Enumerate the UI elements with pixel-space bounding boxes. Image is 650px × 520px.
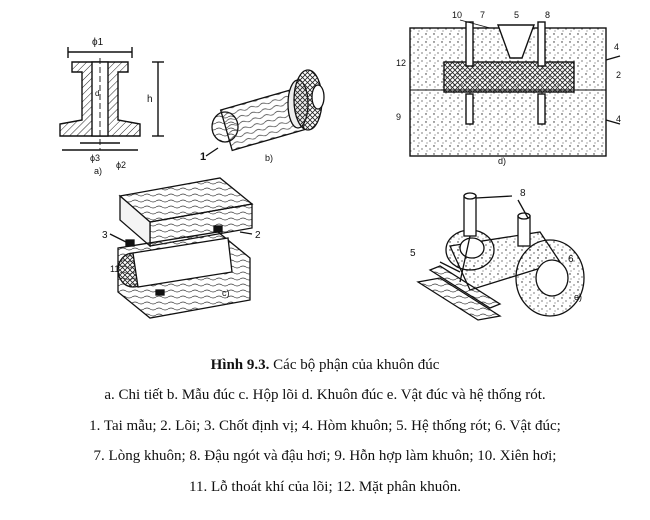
figure-a-part-section bbox=[59, 47, 164, 151]
figure-d-label-8: 8 bbox=[545, 10, 550, 20]
figure-b-tag: b) bbox=[265, 153, 273, 163]
figure-c-label-11: 11 bbox=[110, 264, 119, 274]
figure-d-label-4-top: 4 bbox=[614, 42, 619, 52]
figure-d-label-4-bottom: 4 bbox=[616, 114, 621, 124]
figure-d-label-10: 10 bbox=[452, 10, 462, 20]
figure-a-label-h: h bbox=[147, 94, 153, 105]
figure-a-label-phi3: ϕ3 bbox=[90, 153, 100, 163]
figure-e-casting bbox=[416, 192, 585, 321]
figure-illustration: ϕ1 h d ϕ3 ϕ2 a) 1 b) 3 2 11 c) bbox=[59, 10, 621, 321]
figure-a-label-phi1: ϕ1 bbox=[92, 37, 104, 48]
figure-c-core-box bbox=[109, 177, 254, 319]
figure-number: Hình 9.3. bbox=[210, 357, 270, 373]
legend-line-2: 1. Tai mẫu; 2. Lõi; 3. Chốt định vị; 4. … bbox=[89, 418, 561, 434]
figure-e-tag: e) bbox=[574, 292, 582, 302]
figure-a-label-d: d bbox=[95, 89, 99, 98]
figure-c-label-2: 2 bbox=[255, 230, 261, 241]
figure-c-tag: c) bbox=[222, 288, 230, 298]
figure-e-label-8: 8 bbox=[520, 188, 526, 199]
figure-e-label-5: 5 bbox=[410, 248, 416, 259]
figure-a-label-phi2: ϕ2 bbox=[116, 160, 126, 170]
legend-line-4: 11. Lỗ thoát khí của lõi; 12. Mặt phân k… bbox=[189, 479, 461, 495]
figure-d-label-7: 7 bbox=[480, 10, 485, 20]
figure-b-label-1: 1 bbox=[200, 151, 206, 163]
figure-caption-title: Hình 9.3. Các bộ phận của khuôn đúc bbox=[0, 355, 650, 375]
figure-title: Các bộ phận của khuôn đúc bbox=[269, 357, 440, 373]
figure-d-label-2: 2 bbox=[616, 70, 621, 80]
figure-d-mold bbox=[409, 19, 621, 157]
figure-d-tag: d) bbox=[498, 156, 506, 166]
legend-line-3: 7. Lòng khuôn; 8. Đậu ngót và đậu hơi; 9… bbox=[93, 448, 557, 464]
figure-c-label-3: 3 bbox=[102, 230, 108, 241]
figure-d-label-5: 5 bbox=[514, 10, 519, 20]
figure-d-label-9: 9 bbox=[396, 112, 401, 122]
figure-b-pattern bbox=[205, 69, 325, 157]
legend-line-1: a. Chi tiết b. Mẫu đúc c. Hộp lõi d. Khu… bbox=[104, 387, 546, 403]
figure-e-label-6: 6 bbox=[568, 254, 574, 265]
figure-a-tag: a) bbox=[94, 166, 102, 176]
figure-d-label-12: 12 bbox=[396, 58, 406, 68]
